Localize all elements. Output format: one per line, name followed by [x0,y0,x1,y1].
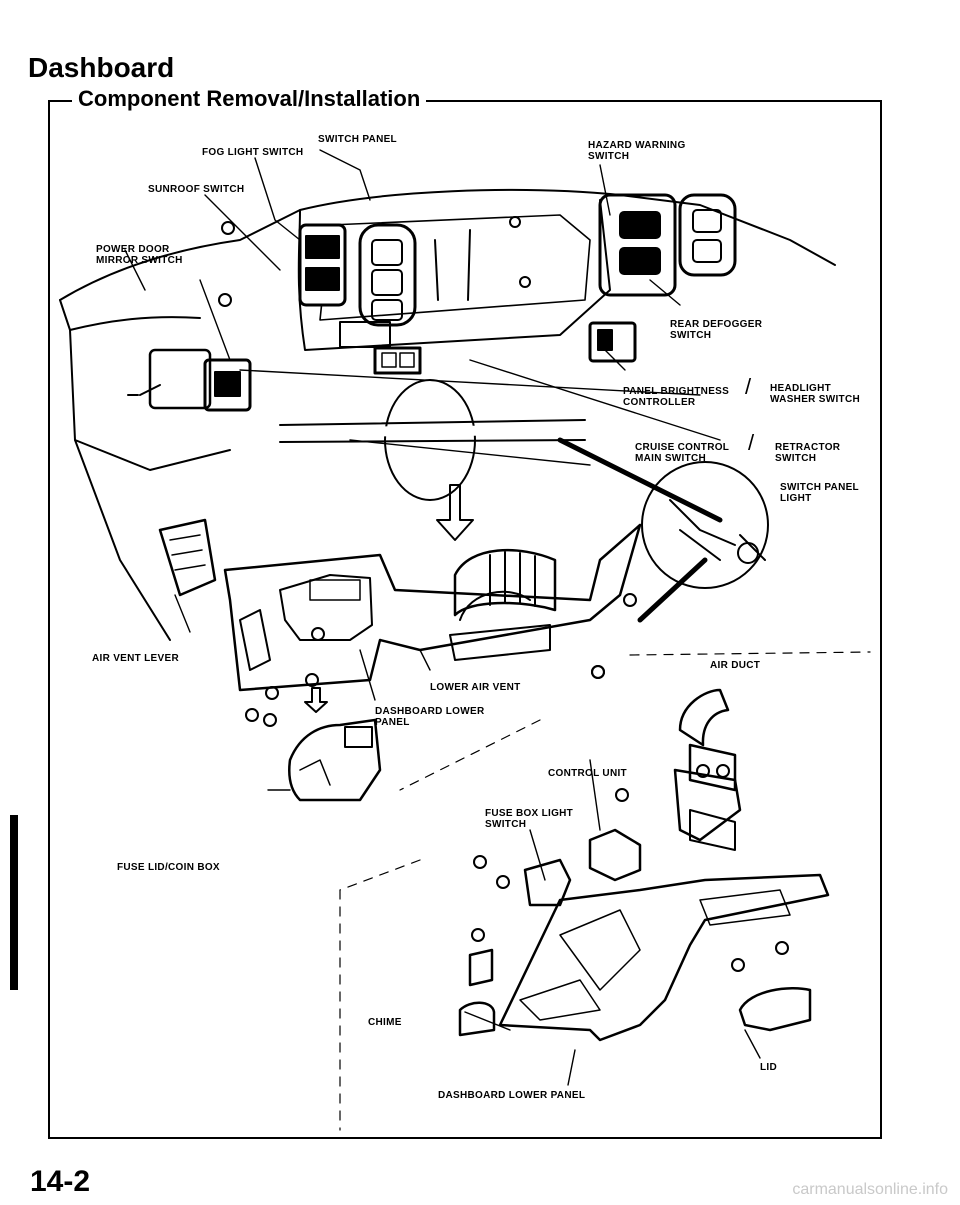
label-headlight-washer-switch: HEADLIGHT WASHER SWITCH [770,383,861,405]
label-divider-2: / [748,430,755,455]
label-air-vent-lever: AIR VENT LEVER [92,653,179,664]
label-fuse-box-light-switch: FUSE BOX LIGHT SWITCH [485,808,574,830]
section-subtitle: Component Removal/Installation [72,86,427,112]
label-air-duct: AIR DUCT [710,660,761,671]
label-chime: CHIME [368,1017,402,1028]
label-fog-light-switch: FOG LIGHT SWITCH [202,147,304,158]
label-retractor-switch: RETRACTOR SWITCH [775,442,841,464]
frame-top-rule [48,100,880,102]
label-divider-1: / [745,374,752,399]
watermark: carmanualsonline.info [792,1181,948,1198]
label-control-unit: CONTROL UNIT [548,768,627,779]
label-switch-panel-light: SWITCH PANEL LIGHT [780,482,859,504]
label-power-door-mirror-switch: POWER DOOR MIRROR SWITCH [96,244,183,266]
label-lid: LID [760,1062,778,1073]
label-rear-defogger-switch: REAR DEFOGGER SWITCH [670,319,763,341]
label-dashboard-lower-panel-bottom: DASHBOARD LOWER PANEL [438,1090,586,1101]
page-title: Dashboard [28,52,175,83]
label-dashboard-lower-panel-upper: DASHBOARD LOWER PANEL [375,706,485,728]
label-sunroof-switch: SUNROOF SWITCH [148,184,245,195]
page-number: 14-2 [30,1165,91,1198]
label-lower-air-vent: LOWER AIR VENT [430,682,521,693]
label-switch-panel: SWITCH PANEL [318,134,397,145]
label-panel-brightness-controller: PANEL BRIGHTNESS CONTROLLER [623,386,730,408]
diagram-frame [48,100,882,1139]
label-cruise-control-main-switch: CRUISE CONTROL MAIN SWITCH [635,442,730,464]
label-hazard-warning-switch: HAZARD WARNING SWITCH [588,140,686,162]
margin-bar [10,815,18,990]
label-fuse-lid-coin-box: FUSE LID/COIN BOX [117,862,220,873]
